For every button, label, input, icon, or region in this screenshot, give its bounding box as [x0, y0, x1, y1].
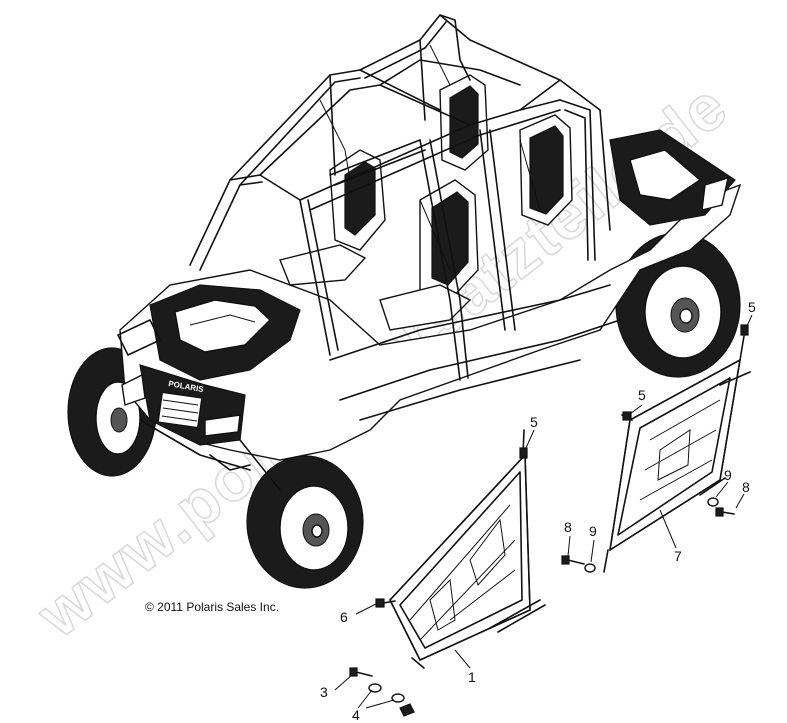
callout-6: 6	[340, 609, 348, 625]
front-fascia: POLARIS	[121, 364, 246, 446]
seats	[279, 74, 573, 331]
callout-5-rear-left: 5	[638, 387, 646, 403]
callout-9-middle: 9	[589, 523, 597, 539]
callout-4: 4	[352, 707, 360, 723]
door-net-7	[603, 324, 751, 573]
callout-5-front: 5	[530, 414, 538, 430]
callout-8-middle: 8	[564, 519, 572, 535]
hardware	[349, 497, 735, 717]
callout-9-right: 9	[724, 467, 732, 483]
vehicle-illustration: POLARIS	[67, 14, 742, 589]
front-right-wheel	[246, 455, 364, 589]
callout-3: 3	[320, 684, 328, 700]
callout-5-rear-top: 5	[748, 299, 756, 315]
callout-7: 7	[674, 548, 682, 564]
rear-wheel	[615, 232, 741, 378]
roll-cage	[189, 14, 611, 381]
vehicle-body	[119, 183, 742, 461]
callouts: 1 3 4 5 5 5 6 7 8 8 9 9	[320, 299, 756, 723]
callout-1: 1	[468, 669, 476, 685]
callout-8-right: 8	[742, 479, 750, 495]
copyright-text: © 2011 Polaris Sales Inc.	[145, 600, 279, 614]
door-net-1	[375, 429, 546, 669]
